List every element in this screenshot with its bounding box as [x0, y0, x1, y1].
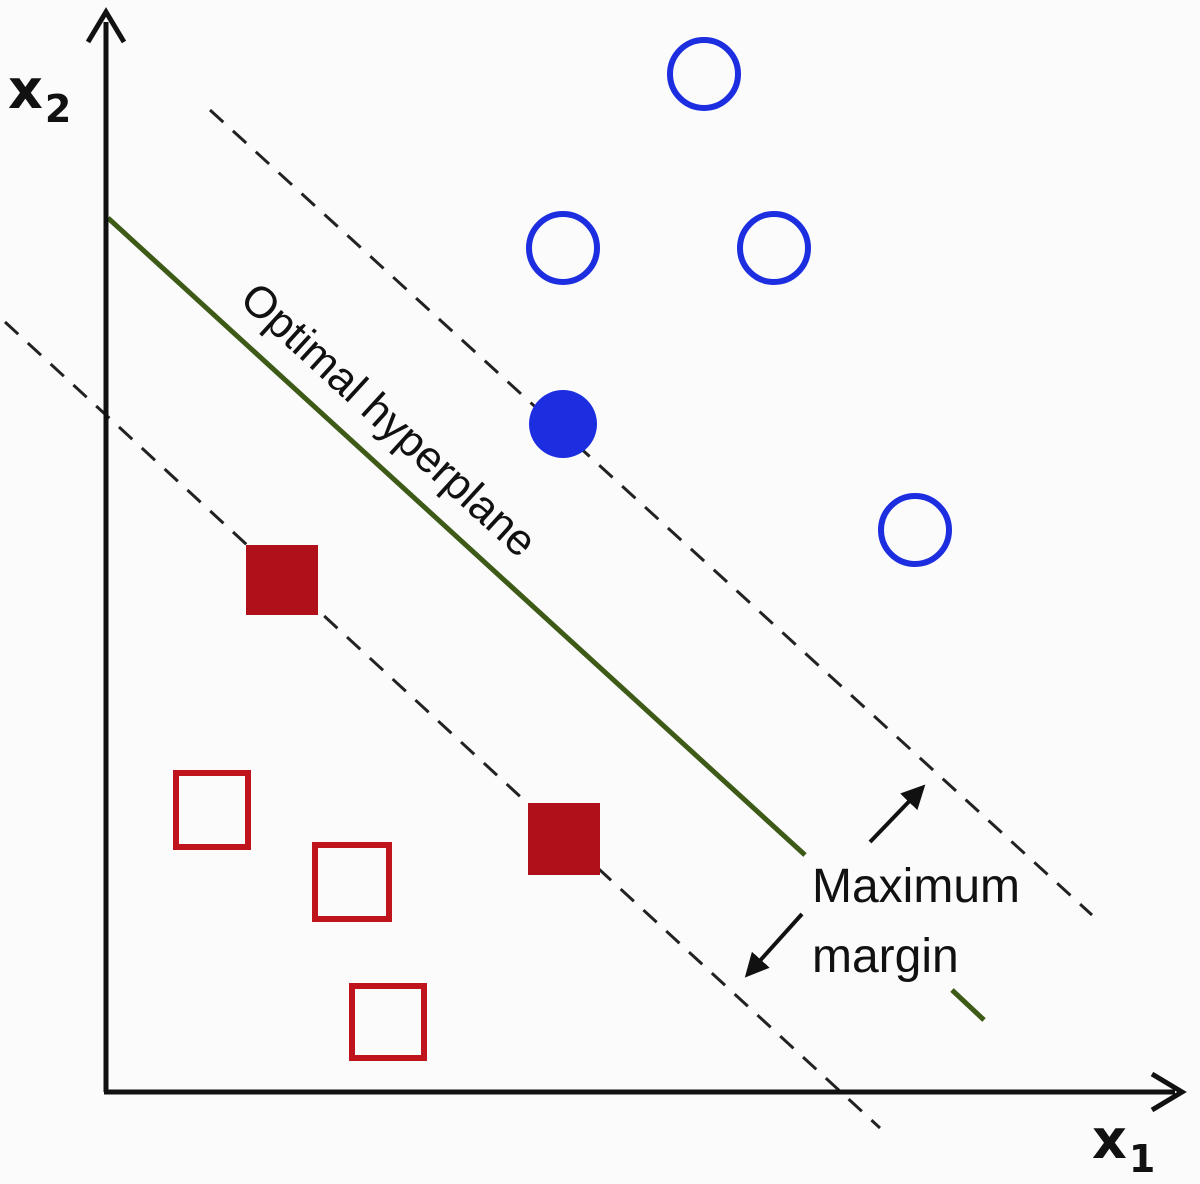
square-support-vector — [528, 803, 600, 875]
class-square-point — [349, 983, 427, 1061]
class-circle-point — [526, 211, 600, 285]
class-circle-point — [737, 211, 811, 285]
margin-arrow-up-icon — [868, 784, 926, 844]
margin-arrow-down-icon — [744, 912, 804, 978]
margin-line-upper — [208, 108, 1094, 917]
optimal-hyperplane-line — [106, 216, 807, 857]
class-circle-point — [878, 493, 952, 567]
margin-label-line2: margin — [812, 930, 959, 983]
class-square-point — [173, 770, 251, 850]
class-circle-point — [667, 37, 741, 111]
circle-support-vector — [529, 390, 597, 458]
optimal-hyperplane-line-tail — [950, 988, 986, 1022]
x-axis-arrow-icon — [1150, 1071, 1187, 1113]
y-axis-arrow-icon — [85, 7, 127, 44]
margin-line-lower — [3, 320, 882, 1130]
class-square-point — [312, 842, 392, 922]
x-axis-label: x1 — [1092, 1108, 1155, 1181]
hyperplane-label: Optimal hyperplane — [231, 273, 546, 566]
margin-label-line1: Maximum — [812, 860, 1020, 913]
y-axis-label: x2 — [8, 58, 71, 131]
square-support-vector — [246, 545, 318, 615]
